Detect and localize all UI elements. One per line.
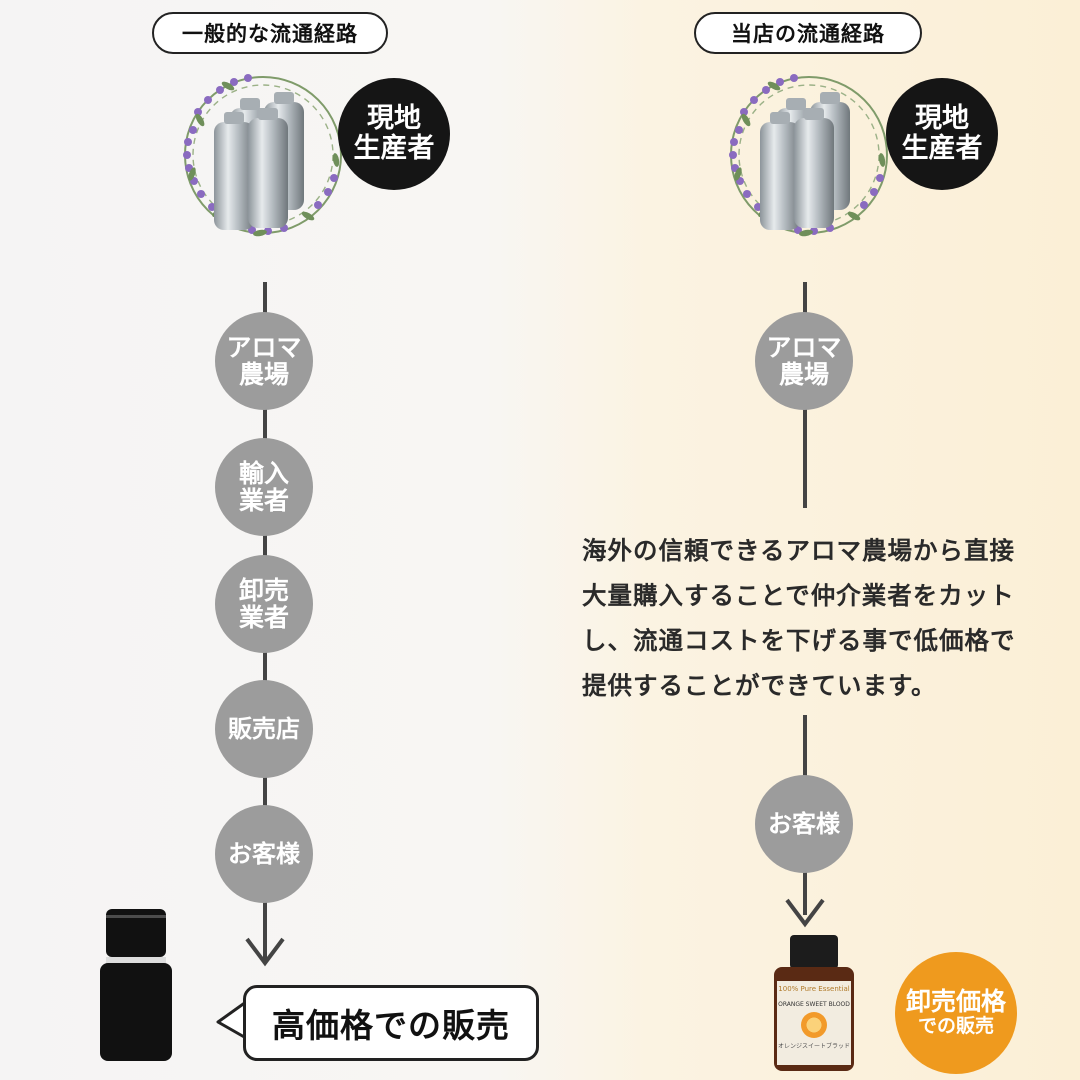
right-header-text: 当店の流通経路 [731, 21, 885, 46]
left-node-importer-line1: 輸入 [238, 458, 289, 488]
high-price-callout: 高価格での販売 [243, 985, 539, 1061]
aluminum-bottles-icon-right [760, 92, 850, 230]
orange-slice-icon [801, 1012, 827, 1038]
left-node-customer: お客様 [215, 805, 313, 903]
left-header-text: 一般的な流通経路 [182, 21, 358, 46]
left-node-aroma-farm: アロマ 農場 [215, 312, 313, 410]
right-node-aroma-farm: アロマ 農場 [755, 312, 853, 410]
left-node-aroma-farm-line1: アロマ [226, 332, 302, 362]
left-node-customer-line1: お客様 [228, 838, 300, 868]
right-producer-badge: 現地 生産者 [886, 78, 998, 190]
left-node-retailer: 販売店 [215, 680, 313, 778]
bottle-label: 100% Pure Essential ORANGE SWEET BLOOD オ… [777, 981, 851, 1065]
description-line-4: 提供することができています。 [582, 671, 937, 700]
direct-purchase-description: 海外の信頼できるアロマ農場から直接 大量購入することで仲介業者をカット し、流通… [582, 528, 1052, 708]
left-node-importer-line2: 業者 [238, 486, 289, 515]
lavender-wreath-icon [182, 73, 342, 239]
left-node-wholesaler-line2: 業者 [238, 603, 289, 632]
black-bottle-icon [100, 909, 172, 1061]
left-producer-line2: 生産者 [353, 133, 435, 164]
arrow-down-icon-right [785, 898, 825, 928]
right-producer-line1: 現地 [915, 103, 969, 135]
right-node-aroma-farm-line1: アロマ [766, 332, 842, 362]
wholesale-price-badge: 卸売価格 での販売 [895, 952, 1017, 1074]
right-node-aroma-farm-line2: 農場 [778, 360, 829, 389]
left-node-aroma-farm-line2: 農場 [238, 360, 289, 389]
bottle-label-line2: ORANGE SWEET BLOOD [778, 1001, 850, 1008]
left-node-importer: 輸入 業者 [215, 438, 313, 536]
description-line-2: 大量購入することで仲介業者をカット [582, 581, 1015, 610]
aluminum-bottles-icon [214, 92, 304, 230]
wholesale-price-line1: 卸売価格 [905, 986, 1006, 1016]
description-line-1: 海外の信頼できるアロマ農場から直接 [582, 536, 1016, 565]
left-node-retailer-line1: 販売店 [228, 713, 300, 743]
left-node-wholesaler-line1: 卸売 [238, 575, 289, 605]
right-header-pill: 当店の流通経路 [694, 12, 922, 54]
left-producer-badge: 現地 生産者 [338, 78, 450, 190]
high-price-callout-text: 高価格での販売 [272, 1006, 510, 1045]
right-node-customer-line1: お客様 [768, 808, 840, 838]
bottle-label-line1: 100% Pure Essential [778, 985, 850, 993]
right-producer-line2: 生産者 [901, 133, 983, 164]
left-header-pill: 一般的な流通経路 [152, 12, 388, 54]
bottle-cap [790, 935, 838, 969]
lavender-wreath-icon-right [728, 73, 888, 239]
right-node-customer: お客様 [755, 775, 853, 873]
bottle-label-line3: オレンジスイートブラッド [777, 1043, 850, 1050]
left-producer-line1: 現地 [367, 103, 421, 135]
wholesale-price-line2: での販売 [917, 1015, 994, 1038]
left-node-wholesaler: 卸売 業者 [215, 555, 313, 653]
description-line-3: し、流通コストを下げる事で低価格で [582, 626, 1016, 655]
arrow-down-icon [245, 937, 285, 967]
essential-oil-bottle-icon: 100% Pure Essential ORANGE SWEET BLOOD オ… [770, 935, 858, 1073]
